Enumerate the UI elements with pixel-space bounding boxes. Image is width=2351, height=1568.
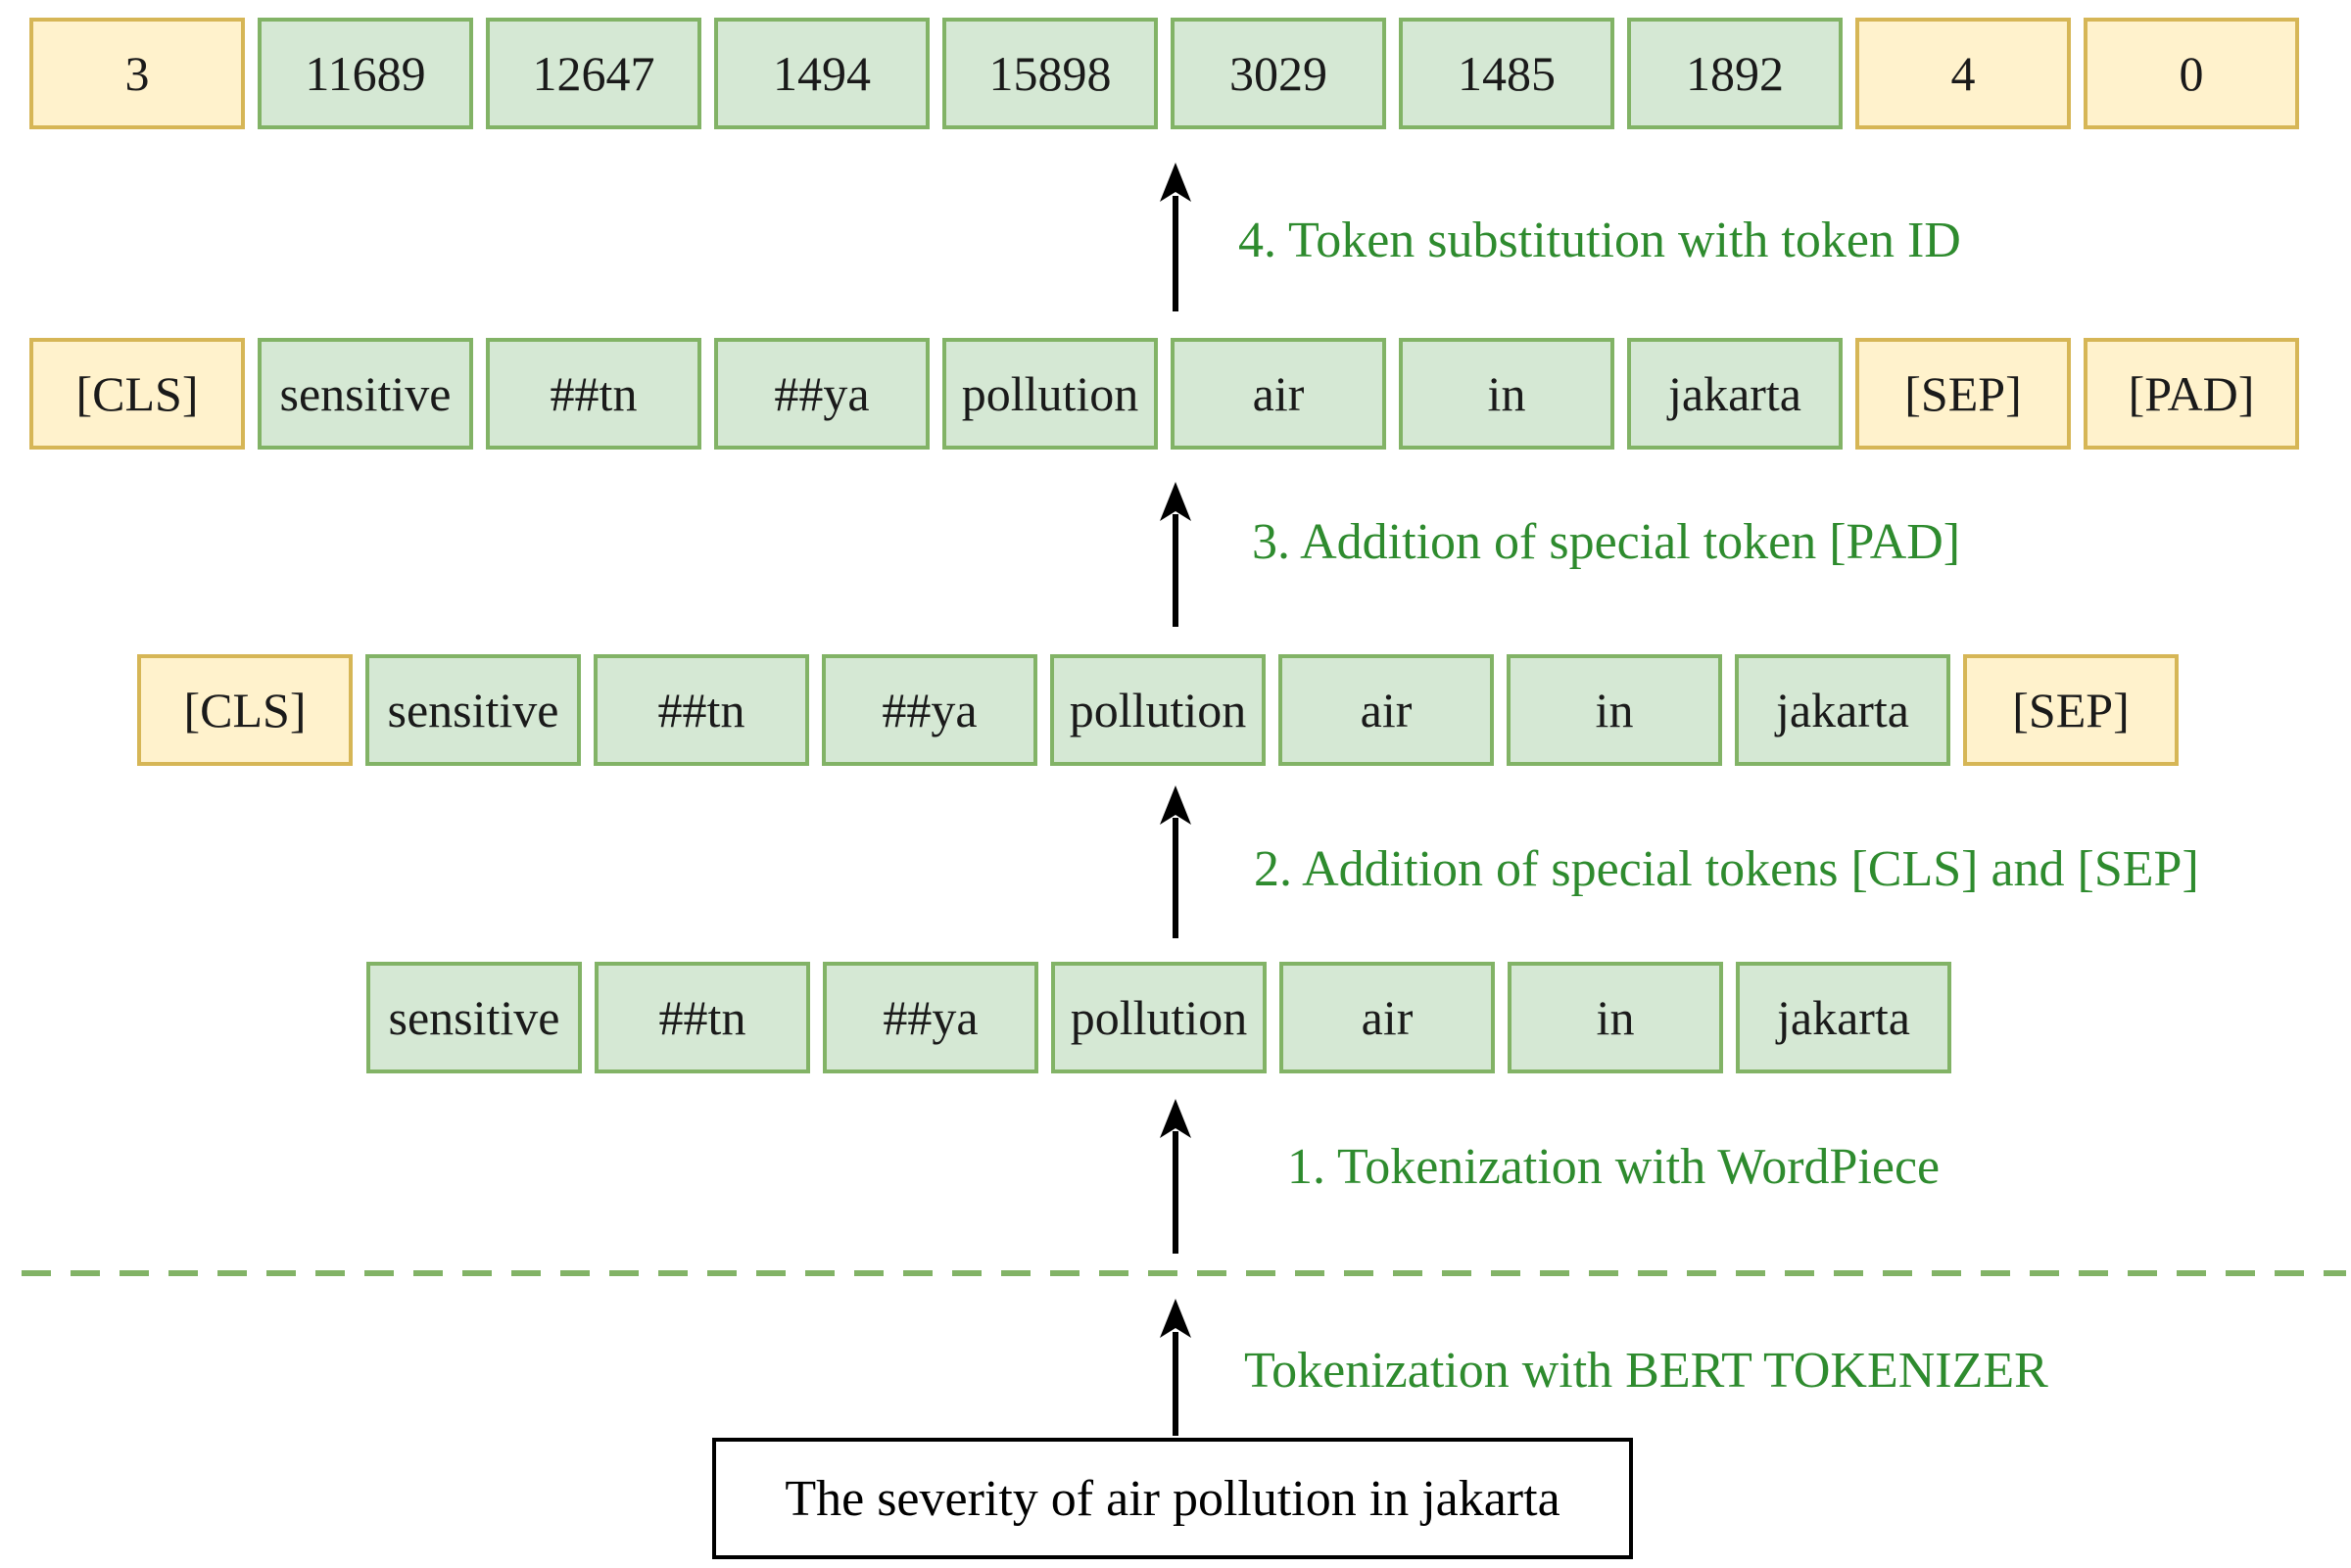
step-2-label: 2. Addition of special tokens [CLS] and … xyxy=(1254,841,2199,897)
step-3-label: 3. Addition of special token [PAD] xyxy=(1252,514,1961,570)
token-box: pollution xyxy=(1051,962,1267,1073)
token-box: ##ya xyxy=(823,962,1038,1073)
arrow-step-4 xyxy=(1160,163,1191,311)
special-token-box: [CLS] xyxy=(137,654,353,766)
token-box: in xyxy=(1399,338,1614,450)
special-token-box: [SEP] xyxy=(1855,338,2071,450)
token-box: pollution xyxy=(1050,654,1266,766)
special-token-box: 0 xyxy=(2084,18,2299,129)
arrow-step-3 xyxy=(1160,482,1191,627)
token-box: pollution xyxy=(942,338,1158,450)
token-box: air xyxy=(1171,338,1386,450)
token-box: air xyxy=(1279,962,1495,1073)
token-box: in xyxy=(1507,654,1722,766)
token-box: air xyxy=(1278,654,1494,766)
special-token-box: 3 xyxy=(29,18,245,129)
token-box: 1494 xyxy=(714,18,930,129)
token-box: 12647 xyxy=(486,18,701,129)
token-box: in xyxy=(1508,962,1723,1073)
token-box: jakarta xyxy=(1736,962,1951,1073)
token-box: ##ya xyxy=(714,338,930,450)
token-box: jakarta xyxy=(1735,654,1950,766)
token-box: ##tn xyxy=(486,338,701,450)
token-box: jakarta xyxy=(1627,338,1843,450)
token-box: sensitive xyxy=(258,338,473,450)
token-box: ##tn xyxy=(594,654,809,766)
step-1-label: 1. Tokenization with WordPiece xyxy=(1287,1139,1941,1195)
token-box: 1485 xyxy=(1399,18,1614,129)
token-box: 1892 xyxy=(1627,18,1843,129)
token-box: ##ya xyxy=(822,654,1037,766)
token-box: sensitive xyxy=(365,654,581,766)
special-token-box: [SEP] xyxy=(1963,654,2179,766)
special-token-box: 4 xyxy=(1855,18,2071,129)
arrow-step-2 xyxy=(1160,785,1191,938)
special-token-box: [CLS] xyxy=(29,338,245,450)
token-box: 11689 xyxy=(258,18,473,129)
input-sentence-box: The severity of air pollution in jakarta xyxy=(712,1438,1633,1559)
step-4-label: 4. Token substitution with token ID xyxy=(1238,213,1961,268)
token-box: 3029 xyxy=(1171,18,1386,129)
bert-tokenizer-label: Tokenization with BERT TOKENIZER xyxy=(1244,1343,2048,1399)
arrow-bert xyxy=(1160,1299,1191,1436)
arrow-step-1 xyxy=(1160,1099,1191,1254)
token-box: 15898 xyxy=(942,18,1158,129)
special-token-box: [PAD] xyxy=(2084,338,2299,450)
token-box: sensitive xyxy=(366,962,582,1073)
token-box: ##tn xyxy=(595,962,810,1073)
